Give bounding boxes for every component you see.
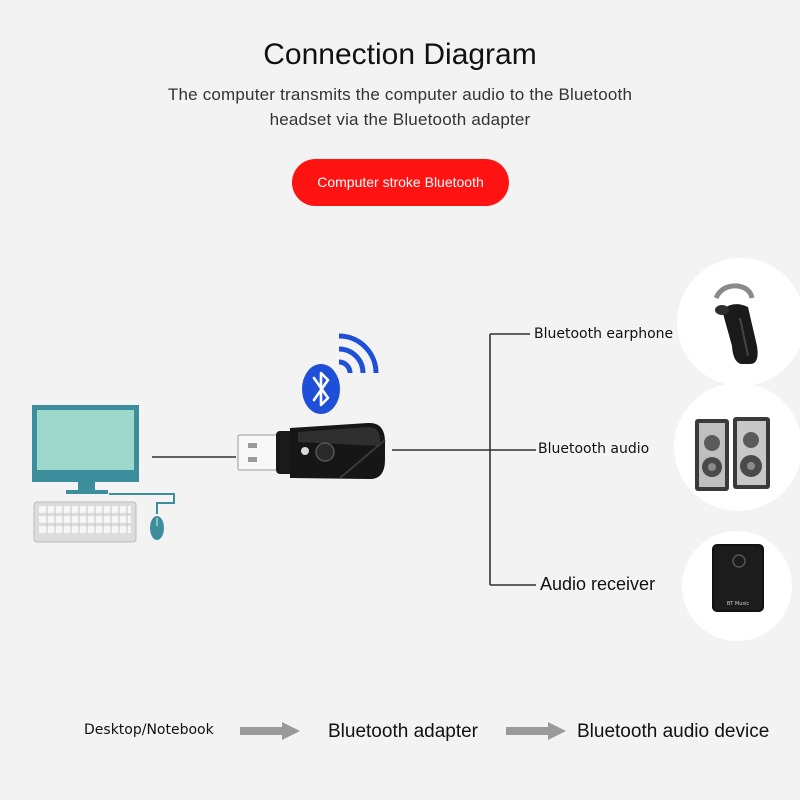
flow-step-adapter: Bluetooth adapter: [328, 721, 479, 742]
speaker-device-icon: [674, 383, 800, 511]
adapter-bluetooth-mark: [301, 447, 309, 455]
label-bluetooth-earphone: Bluetooth earphone: [534, 326, 674, 342]
earphone-device-icon: [677, 258, 800, 386]
signal-waves-icon: [338, 333, 379, 374]
mouse-cable: [109, 493, 175, 514]
receiver-device-icon: BT Music: [682, 531, 792, 641]
usb-adapter-icon: [237, 422, 386, 480]
usb-connector: [237, 434, 281, 471]
flow-step-audio-device: Bluetooth audio device: [577, 721, 770, 742]
flow-arrow-1-icon: [240, 722, 300, 740]
bluetooth-icon: [302, 364, 340, 414]
connector-lines: [152, 333, 536, 586]
flow-arrow-2-icon: [506, 722, 566, 740]
monitor-base: [66, 490, 108, 494]
label-bluetooth-audio: Bluetooth audio: [538, 441, 650, 457]
mouse-icon: [150, 516, 164, 540]
desktop-computer-icon: [32, 405, 175, 543]
adapter-button: [315, 442, 335, 462]
flow-step-desktop: Desktop/Notebook: [84, 722, 214, 738]
flow-arrows: [240, 722, 566, 740]
monitor-neck: [78, 482, 95, 491]
receiver-device-label: BT Music: [727, 601, 750, 607]
label-audio-receiver: Audio receiver: [540, 574, 656, 594]
connection-type-badge: Computer stroke Bluetooth: [292, 159, 509, 206]
keyboard-key-gaps: [46, 506, 128, 533]
keyboard-keys: [39, 506, 131, 533]
monitor-screen: [37, 410, 134, 470]
subtitle-line-2: headset via the Bluetooth adapter: [269, 110, 531, 129]
subtitle-line-1: The computer transmits the computer audi…: [167, 85, 633, 104]
diagram-title: Connection Diagram: [263, 38, 537, 71]
